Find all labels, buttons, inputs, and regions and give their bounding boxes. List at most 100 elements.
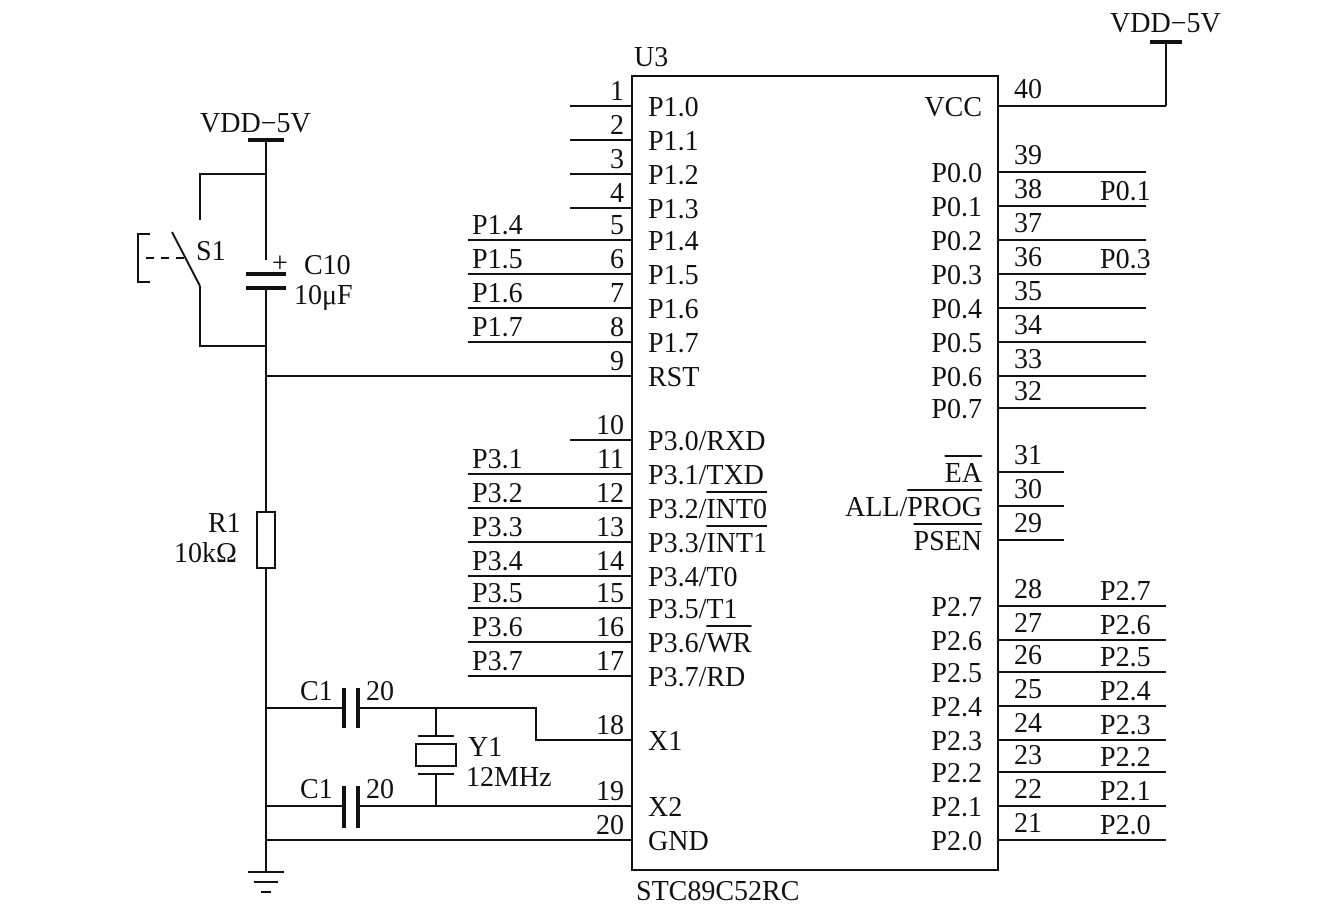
pin-11-number: 11: [597, 444, 624, 475]
r1-ref: R1: [208, 508, 241, 539]
pin-label-p0-4: P0.4: [931, 294, 982, 325]
pin-label-p0-3: P0.3: [931, 260, 982, 291]
net-label-p3-1: P3.1: [472, 444, 523, 475]
net-label-p0-3: P0.3: [1100, 244, 1151, 275]
pin-30-number: 30: [1014, 474, 1042, 505]
c10-ref: C10: [304, 250, 351, 281]
pin-21-number: 21: [1014, 808, 1042, 839]
net-label-p0-1: P0.1: [1100, 176, 1151, 207]
x1-wire: [358, 707, 570, 741]
pin-label-p0-5: P0.5: [931, 328, 982, 359]
ic-ref-label: U3: [634, 42, 668, 73]
pin-20-number: 20: [596, 810, 624, 841]
c1-top-ref: C1: [300, 676, 333, 707]
pin-22-number: 22: [1014, 774, 1042, 805]
pin-27-number: 27: [1014, 608, 1042, 639]
pin-1: 1P1.0: [570, 76, 699, 123]
pin-label-ea: EA: [945, 458, 983, 489]
pin-13-number: 13: [596, 512, 624, 543]
pin-label-p3-2-int0: P3.2/INT0: [648, 494, 767, 525]
pin-label-p1-1: P1.1: [648, 126, 699, 157]
net-label-p2-1: P2.1: [1100, 776, 1151, 807]
pin-label-p2-1: P2.1: [931, 792, 982, 823]
pin-label-p1-4: P1.4: [648, 226, 699, 257]
pin-15-number: 15: [596, 578, 624, 609]
y1-body: [415, 743, 457, 767]
pin-35-number: 35: [1014, 276, 1042, 307]
pin-label-x2: X2: [648, 792, 682, 823]
pin-4-number: 4: [610, 178, 624, 209]
pin-23-number: 23: [1014, 740, 1042, 771]
pin-label-p1-3: P1.3: [648, 194, 699, 225]
net-label-p2-5: P2.5: [1100, 642, 1151, 673]
pin-label-p0-0: P0.0: [931, 158, 982, 189]
pin-7-number: 7: [610, 278, 624, 309]
pin-label-p1-5: P1.5: [648, 260, 699, 291]
net-label-p1-4: P1.4: [472, 210, 523, 241]
pin-label-p2-0: P2.0: [931, 826, 982, 857]
pin-38-number: 38: [1014, 174, 1042, 205]
pin-label-p3-3-int1: P3.3/INT1: [648, 528, 767, 559]
vdd-left-label: VDD−5V: [200, 108, 311, 139]
pin-label-gnd: GND: [648, 826, 709, 857]
pin-label-p3-4-t0: P3.4/T0: [648, 562, 737, 593]
pin-label-p3-7-rd: P3.7/RD: [648, 662, 745, 693]
pin-36-number: 36: [1014, 242, 1042, 273]
s1-label: S1: [196, 236, 226, 267]
r1-body: [256, 511, 276, 569]
pin-label-p1-2: P1.2: [648, 160, 699, 191]
pin-16-number: 16: [596, 612, 624, 643]
net-label-p3-7: P3.7: [472, 646, 523, 677]
pin-7: 7P1.6P1.6: [468, 278, 699, 325]
s1-top-wire: [199, 173, 266, 220]
pin-label-p3-0-rxd: P3.0/RXD: [648, 426, 765, 457]
pin-37-number: 37: [1014, 208, 1042, 239]
pin-17-number: 17: [596, 646, 624, 677]
c10-polarity: +: [272, 248, 288, 279]
pin-label-p0-7: P0.7: [931, 394, 982, 425]
pin-label-rst: RST: [648, 362, 699, 393]
vdd-top-right-label: VDD−5V: [1110, 8, 1221, 39]
pin-label-all-prog: ALL/PROG: [845, 492, 982, 523]
net-label-p3-3: P3.3: [472, 512, 523, 543]
pin-2: 2P1.1: [570, 110, 699, 157]
pin-label-p2-5: P2.5: [931, 658, 982, 689]
pin-3-number: 3: [610, 144, 624, 175]
pin-18-number: 18: [596, 710, 624, 741]
pin-label-x1: X1: [648, 726, 682, 757]
pin-5: 5P1.4P1.4: [468, 210, 699, 257]
pin-label-p3-6-wr: P3.6/WR: [648, 628, 752, 659]
pin-label-p3-1-txd: P3.1/TXD: [648, 460, 764, 491]
c10-value: 10μF: [294, 280, 353, 311]
net-label-p3-5: P3.5: [472, 578, 523, 609]
pin-6: 6P1.5P1.5: [468, 244, 699, 291]
net-label-p3-4: P3.4: [472, 546, 523, 577]
s1-blade: [171, 231, 201, 287]
pin-label-psen: PSEN: [914, 526, 982, 557]
pin-label-p0-1: P0.1: [931, 192, 982, 223]
net-label-p2-3: P2.3: [1100, 710, 1151, 741]
pin-label-p0-2: P0.2: [931, 226, 982, 257]
pin-label-p1-0: P1.0: [648, 92, 699, 123]
net-label-p1-5: P1.5: [472, 244, 523, 275]
s1-bottom-wire: [199, 286, 266, 347]
pin-9-number: 9: [610, 346, 624, 377]
